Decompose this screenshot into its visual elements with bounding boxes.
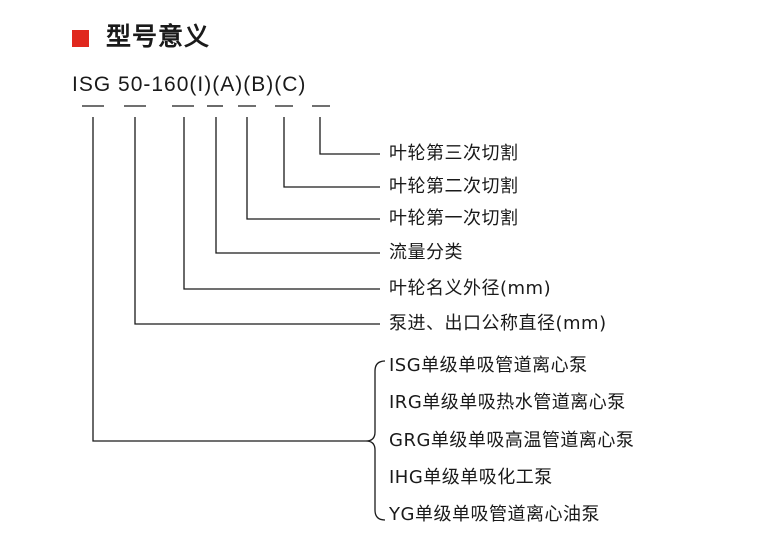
label-flow-class: 流量分类 — [389, 242, 463, 263]
model-code: ISG 50-160(I)(A)(B)(C) — [72, 73, 307, 96]
type-item-isg: ISG单级单吸管道离心泵 — [389, 355, 588, 376]
section-title: 型号意义 — [106, 22, 211, 51]
title-bullet-square — [72, 30, 89, 47]
label-nominal-diameter: 泵进、出口公称直径(mm) — [389, 313, 607, 334]
label-impeller-second-cut: 叶轮第二次切割 — [389, 176, 519, 197]
label-impeller-first-cut: 叶轮第一次切割 — [389, 208, 519, 229]
type-item-irg: IRG单级单吸热水管道离心泵 — [389, 392, 626, 413]
type-item-yg: YG单级单吸管道离心油泵 — [389, 504, 600, 525]
type-item-ihg: IHG单级单吸化工泵 — [389, 467, 553, 488]
label-impeller-diameter: 叶轮名义外径(mm) — [389, 278, 552, 299]
label-impeller-third-cut: 叶轮第三次切割 — [389, 143, 519, 164]
type-item-grg: GRG单级单吸高温管道离心泵 — [389, 430, 635, 451]
